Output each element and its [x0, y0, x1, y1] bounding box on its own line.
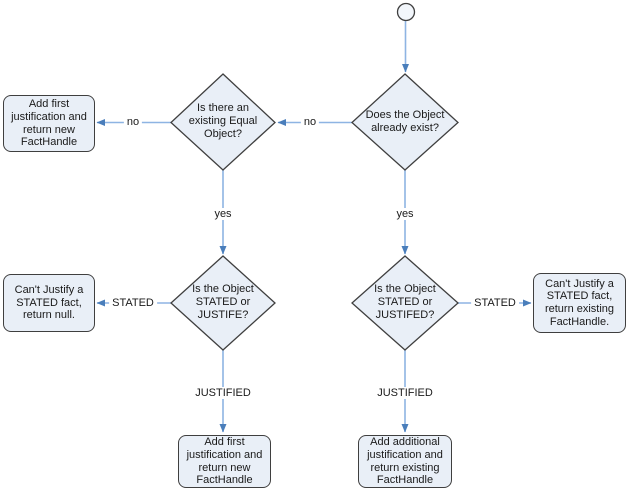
decision-existing-equal-object-label: Is there an existing Equal Object? — [188, 102, 258, 141]
decision-does-object-exist-shape — [351, 73, 459, 171]
process-cant-justify-return-null: Can't Justify a STATED fact, return null… — [3, 274, 95, 332]
edge-label-no-right: no — [300, 116, 320, 128]
edge-label-justified-right: JUSTIFIED — [374, 387, 436, 399]
process-add-first-justification-new: Add first justification and return new F… — [3, 95, 95, 152]
edge-label-stated-left: STATED — [109, 297, 157, 309]
edge-label-justified-left: JUSTIFIED — [192, 387, 254, 399]
start-node — [396, 2, 416, 22]
process-add-additional-justification: Add additional justification and return … — [358, 435, 452, 488]
decision-stated-or-justifed-label: Is the Object STATED or JUSTIFED? — [374, 283, 436, 322]
process-add-first-justification-bottom: Add first justification and return new F… — [178, 435, 271, 488]
process-cant-justify-return-existing: Can't Justify a STATED fact, return exis… — [533, 273, 626, 333]
edge-label-no-left: no — [123, 116, 143, 128]
decision-stated-or-justife-label: Is the Object STATED or JUSTIFE? — [192, 283, 254, 322]
decision-stated-or-justife-shape — [170, 255, 276, 351]
decision-stated-or-justifed-shape — [351, 255, 459, 351]
edge-label-yes-right: yes — [393, 208, 417, 220]
decision-existing-equal-object-shape — [170, 73, 276, 171]
edge-label-stated-right: STATED — [471, 297, 519, 309]
edge-label-yes-left: yes — [211, 208, 235, 220]
decision-does-object-exist-label: Does the Object already exist? — [365, 108, 445, 134]
